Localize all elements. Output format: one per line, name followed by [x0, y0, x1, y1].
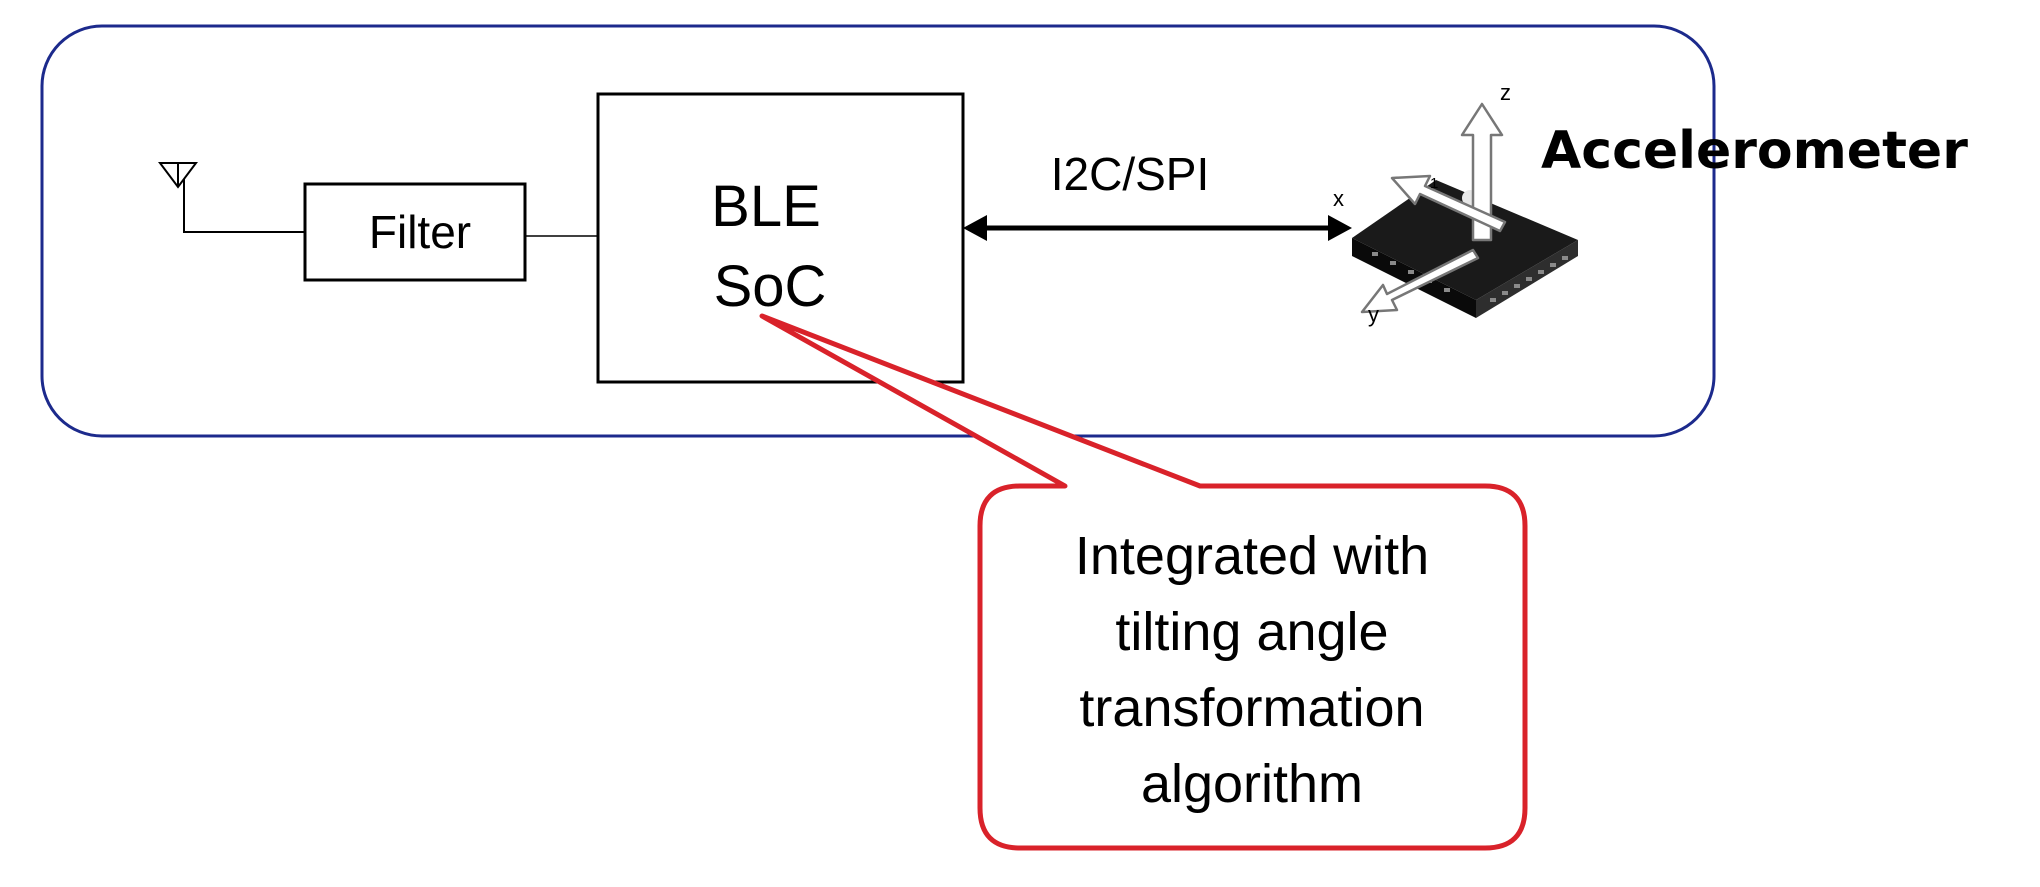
axis-x-label: x [1333, 186, 1344, 211]
callout-line-3: transformation [1079, 678, 1424, 738]
soc-label-line2: SoC [714, 254, 827, 319]
axis-arrows-icon [1360, 102, 1507, 314]
callout-bubble [759, 313, 1528, 851]
system-enclosure [40, 24, 1716, 438]
accelerometer-label: Accelerometer [1541, 121, 1968, 181]
callout-line-1: Integrated with [1075, 526, 1429, 586]
axis-z-label: z [1500, 80, 1511, 105]
antenna-icon [158, 162, 305, 233]
callout-line-2: tilting angle [1115, 602, 1388, 662]
callout-line-4: algorithm [1141, 754, 1363, 814]
accelerometer-chip-icon [1352, 180, 1578, 318]
filter-block [303, 182, 527, 282]
soc-label-line1: BLE [711, 174, 821, 239]
double-headed-arrow-icon [963, 215, 1352, 241]
filter-label: Filter [369, 206, 471, 258]
axis-y-label: y [1368, 302, 1379, 327]
pin-one-label: 1 [1430, 175, 1438, 192]
bus-label: I2C/SPI [1051, 148, 1210, 200]
ble-soc-block [596, 92, 965, 384]
